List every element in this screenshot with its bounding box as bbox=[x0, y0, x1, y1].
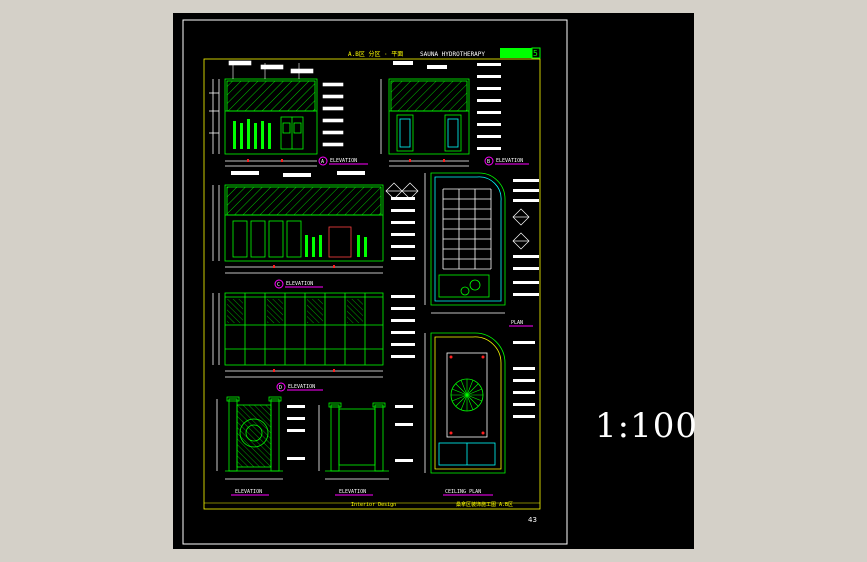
ceiling-plan[interactable] bbox=[424, 332, 506, 474]
elevation-a-notes bbox=[228, 60, 344, 147]
section-markers bbox=[385, 182, 419, 200]
title-cn: A.B区 分区 · 平面 bbox=[348, 50, 403, 58]
svg-text:B: B bbox=[487, 159, 490, 165]
scale-label: 1:100 bbox=[595, 406, 698, 446]
svg-text:PLAN: PLAN bbox=[511, 320, 523, 326]
elevation-d[interactable] bbox=[212, 292, 384, 378]
title-en: SAUNA HYDROTHERAPY bbox=[420, 51, 485, 58]
view-tag-d: D ELEVATION bbox=[276, 382, 323, 392]
elevation-d-notes bbox=[391, 295, 415, 358]
elevation-c[interactable] bbox=[212, 184, 384, 274]
svg-text:A: A bbox=[321, 159, 324, 165]
elevation-e-notes bbox=[287, 405, 305, 460]
view-tag-f: ELEVATION bbox=[335, 489, 373, 496]
elevation-b[interactable] bbox=[380, 78, 470, 167]
drawing-frame bbox=[203, 58, 541, 510]
sheet-no: 5 bbox=[533, 49, 538, 58]
view-tag-c: C ELEVATION bbox=[274, 279, 323, 289]
svg-text:ELEVATION: ELEVATION bbox=[286, 281, 313, 287]
elevation-e[interactable] bbox=[216, 396, 283, 480]
elevation-a[interactable] bbox=[209, 78, 318, 167]
dimension-ticks bbox=[247, 159, 445, 372]
svg-text:ELEVATION: ELEVATION bbox=[330, 158, 357, 164]
svg-text:ELEVATION: ELEVATION bbox=[288, 384, 315, 390]
view-tag-a: A ELEVATION bbox=[318, 156, 368, 166]
ceiling-notes bbox=[513, 341, 535, 418]
elevation-b-notes bbox=[393, 61, 501, 150]
cad-drawing: A.B区 分区 · 平面 SAUNA HYDROTHERAPY 5 bbox=[182, 19, 568, 545]
footer-right: 桑拿区装饰施工图 A.B区 bbox=[456, 501, 513, 508]
elevation-c-notes bbox=[231, 171, 415, 260]
footer-left: Interior Design bbox=[351, 502, 396, 508]
svg-text:ELEVATION: ELEVATION bbox=[496, 158, 523, 164]
svg-text:ELEVATION: ELEVATION bbox=[235, 489, 262, 495]
view-tag-plan: PLAN bbox=[509, 320, 533, 327]
plan-notes bbox=[513, 179, 539, 296]
page-number: 43 bbox=[528, 516, 537, 524]
view-tag-ceiling: CEILING PLAN bbox=[443, 489, 493, 496]
svg-text:ELEVATION: ELEVATION bbox=[339, 489, 366, 495]
title-block: A.B区 分区 · 平面 SAUNA HYDROTHERAPY 5 bbox=[348, 47, 541, 59]
sheet-border bbox=[182, 19, 568, 545]
footer: Interior Design 桑拿区装饰施工图 A.B区 bbox=[204, 501, 540, 508]
floor-plan[interactable] bbox=[424, 172, 506, 314]
view-tag-e: ELEVATION bbox=[231, 489, 269, 496]
svg-text:CEILING PLAN: CEILING PLAN bbox=[445, 489, 481, 495]
svg-text:D: D bbox=[279, 385, 282, 391]
elevation-f[interactable] bbox=[318, 402, 389, 480]
view-tag-b: B ELEVATION bbox=[484, 156, 529, 166]
elevation-f-notes bbox=[395, 405, 413, 462]
svg-text:C: C bbox=[277, 282, 280, 288]
plan-markers bbox=[512, 208, 530, 250]
drawing-canvas[interactable]: A.B区 分区 · 平面 SAUNA HYDROTHERAPY 5 bbox=[173, 13, 694, 549]
